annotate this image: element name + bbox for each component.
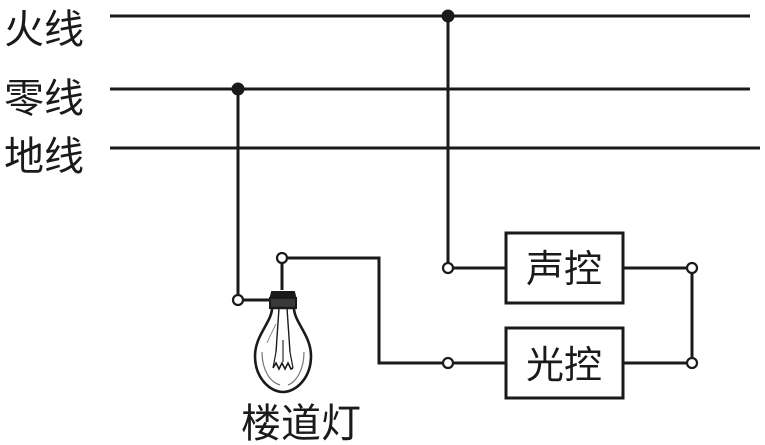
live-wire-label: 火线 (4, 7, 84, 53)
lamp-neutral-terminal (231, 293, 245, 307)
light-switch-output-terminal (441, 356, 455, 370)
light-switch-label: 光控 (526, 343, 602, 387)
ground-wire-label: 地线 (4, 134, 84, 180)
sound-switch-input-terminal (441, 261, 455, 275)
sound-switch-output-terminal (685, 261, 699, 275)
light-switch-input-terminal (685, 356, 699, 370)
neutral-wire-label: 零线 (4, 76, 84, 122)
lamp-label: 楼道灯 (241, 401, 361, 445)
sound-switch-label: 声控 (526, 247, 602, 291)
bulb-icon (253, 291, 313, 394)
lamp-live-terminal (275, 251, 289, 265)
lamp-live-wire (287, 256, 443, 365)
